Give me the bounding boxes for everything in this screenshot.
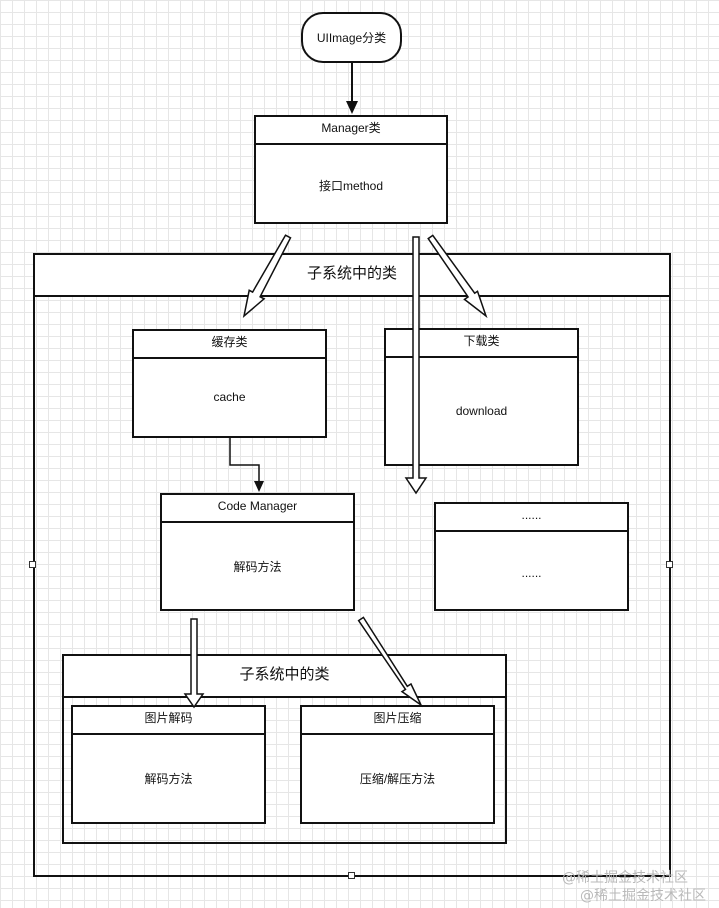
- manager-class-title: Manager类: [256, 117, 446, 145]
- image-compress-box: 图片压缩 压缩/解压方法: [300, 705, 495, 824]
- other-class-title: ......: [436, 504, 627, 532]
- block-arrow-code-manager-to-decode: [183, 618, 205, 709]
- watermark-line-2: @稀土掘金技术社区: [580, 888, 706, 904]
- outer-right-handle[interactable]: [666, 561, 673, 568]
- image-compress-body: 压缩/解压方法: [359, 772, 436, 786]
- other-class-body: ......: [521, 566, 542, 580]
- watermark-line-1: @稀土掘金技术社区: [562, 870, 688, 886]
- image-decode-title: 图片解码: [73, 707, 264, 735]
- image-decode-box: 图片解码 解码方法: [71, 705, 266, 824]
- code-manager-title: Code Manager: [162, 495, 353, 523]
- cache-class-title: 缓存类: [134, 331, 325, 359]
- image-compress-title: 图片压缩: [302, 707, 493, 735]
- connector-cache-to-code-manager: [229, 438, 260, 483]
- block-arrow-manager-to-cache: [242, 234, 292, 318]
- other-class-box: ...... ......: [434, 502, 629, 611]
- outer-bottom-handle[interactable]: [348, 872, 355, 879]
- code-manager-box: Code Manager 解码方法: [160, 493, 355, 611]
- image-decode-body: 解码方法: [144, 772, 193, 786]
- code-manager-body: 解码方法: [233, 560, 282, 574]
- manager-class-body: 接口method: [318, 179, 384, 193]
- download-class-title: 下载类: [386, 330, 577, 358]
- uiimage-category-node: UIImage分类: [301, 12, 402, 63]
- arrowhead-cache-to-code-manager: [254, 481, 264, 492]
- cache-class-box: 缓存类 cache: [132, 329, 327, 438]
- download-class-body: download: [455, 404, 508, 418]
- outer-subsystem-title: 子系统中的类: [35, 255, 669, 297]
- block-arrow-code-manager-to-compress: [357, 616, 423, 708]
- cache-class-body: cache: [213, 390, 246, 404]
- arrowhead-start-to-manager: [346, 101, 358, 114]
- inner-subsystem-container: 子系统中的类: [62, 654, 507, 844]
- manager-class-box: Manager类 接口method: [254, 115, 448, 224]
- inner-subsystem-title: 子系统中的类: [64, 656, 505, 698]
- block-arrow-manager-to-down: [404, 236, 428, 495]
- block-arrow-manager-to-download: [427, 234, 488, 319]
- outer-left-handle[interactable]: [29, 561, 36, 568]
